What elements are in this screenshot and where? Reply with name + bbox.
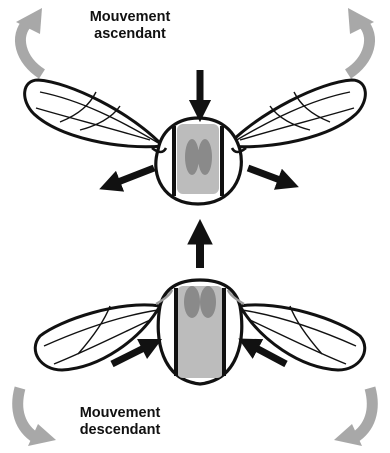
upstroke-label: Mouvement ascendant: [70, 9, 190, 43]
arrow-out-right: [248, 168, 280, 180]
right-wing-raised: [227, 80, 365, 147]
downstroke-label-line2: descendant: [55, 422, 185, 439]
downstroke-label: Mouvement descendant: [55, 405, 185, 439]
left-wing-raised: [25, 80, 163, 147]
curved-arrow-top-right: [348, 8, 374, 74]
curved-arrow-bottom-left: [18, 388, 56, 446]
thorax-bottom: [156, 280, 244, 384]
upstroke-label-line2: ascendant: [70, 26, 190, 43]
right-wing-lowered: [240, 305, 365, 370]
muscle-bands-bottom: [177, 286, 223, 378]
downstroke-label-line1: Mouvement: [55, 405, 185, 422]
curved-arrow-bottom-right: [334, 388, 372, 446]
curved-arrow-top-left: [16, 8, 42, 74]
thorax-top: [152, 118, 246, 204]
upstroke-label-line1: Mouvement: [70, 9, 190, 26]
arrow-out-left: [118, 168, 154, 182]
left-wing-lowered: [35, 305, 160, 370]
